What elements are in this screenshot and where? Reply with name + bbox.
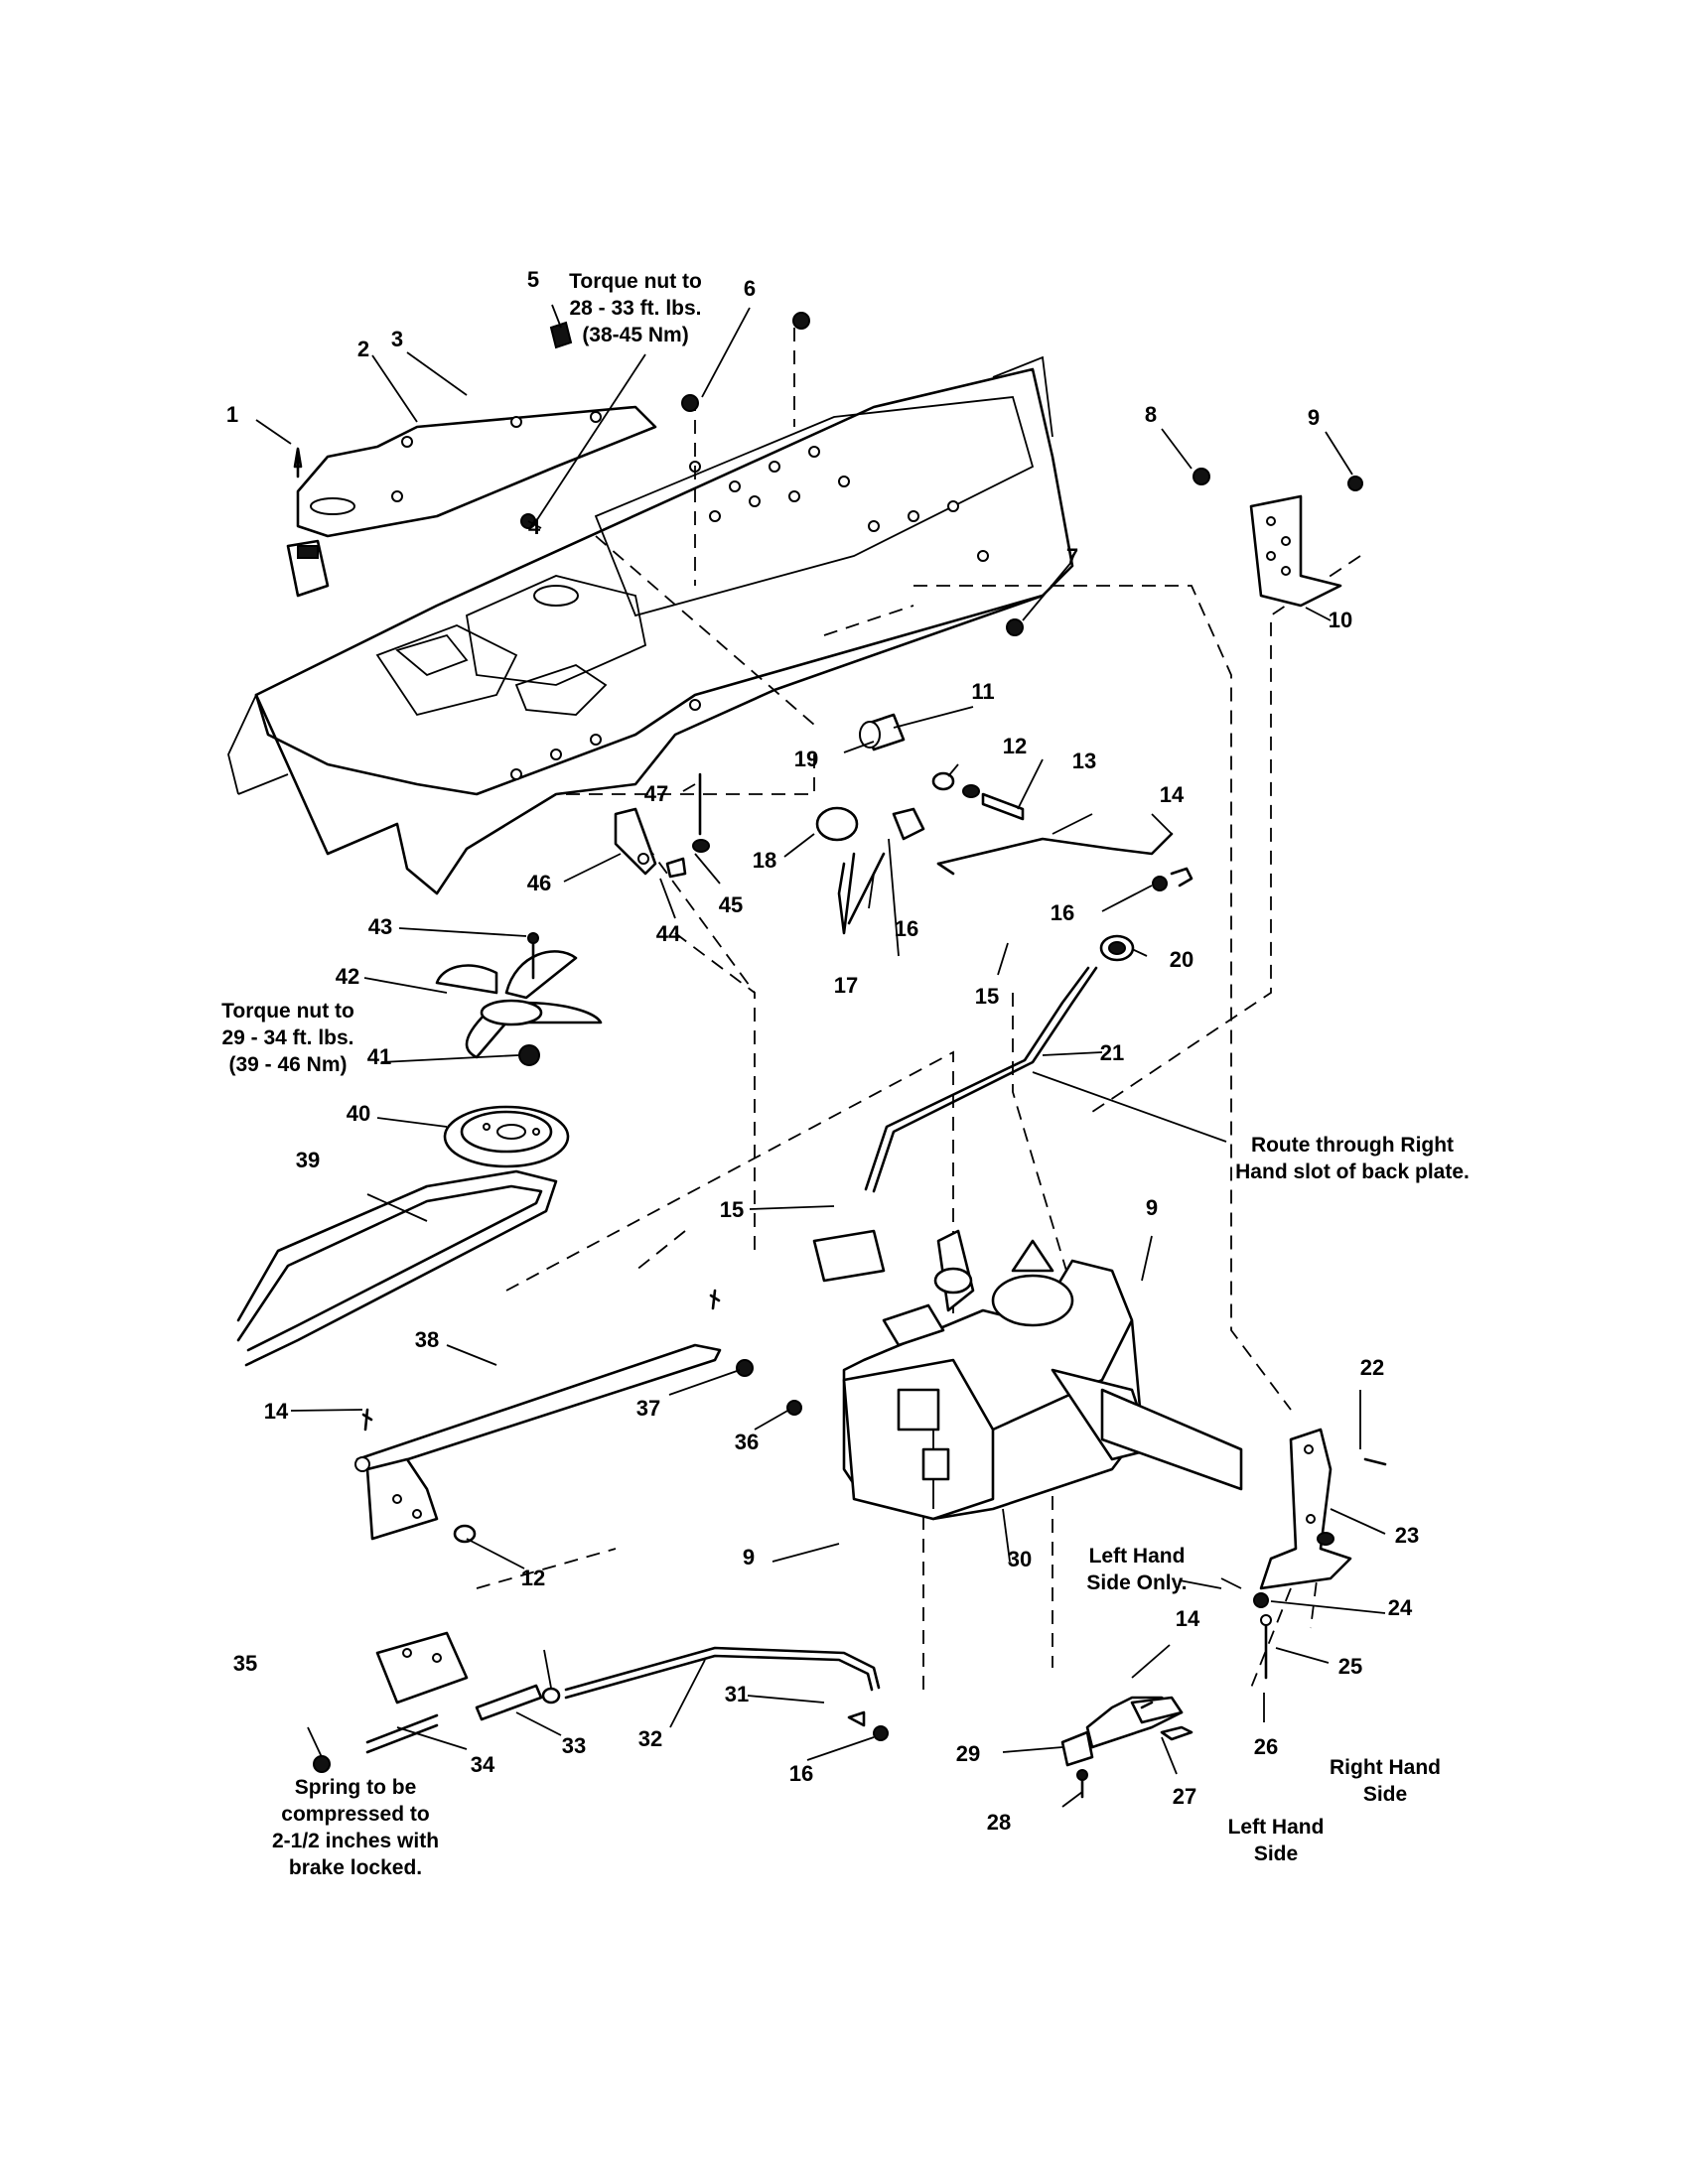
part-label-14: 14: [1175, 1606, 1200, 1631]
torque-note-fan: Torque nut to 29 - 34 ft. lbs. (39 - 46 …: [221, 998, 354, 1078]
part-label-32: 32: [637, 1726, 663, 1751]
route-note: Route through Right Hand slot of back pl…: [1235, 1132, 1470, 1185]
part-label-14: 14: [1159, 782, 1185, 807]
part-label-27: 27: [1172, 1784, 1197, 1809]
brake-linkage: [313, 1343, 889, 1773]
note-line: brake locked.: [288, 1856, 423, 1879]
part-label-12: 12: [520, 1566, 546, 1590]
part-label-38: 38: [414, 1327, 440, 1352]
part-label-3: 3: [390, 327, 404, 351]
spring-note: Spring to be compressed to 2-1/2 inches …: [272, 1774, 439, 1881]
part-label-44: 44: [655, 921, 681, 946]
note-line: Side: [1362, 1783, 1408, 1806]
part-label-2: 2: [356, 337, 370, 361]
torque-note-top: Torque nut to 28 - 33 ft. lbs. (38-45 Nm…: [569, 268, 702, 348]
side-bracket: [1253, 1428, 1387, 1680]
bracket-10: [1006, 468, 1363, 636]
part-label-24: 24: [1387, 1595, 1413, 1620]
note-line: Side: [1253, 1843, 1299, 1865]
note-line: Hand slot of back plate.: [1235, 1160, 1470, 1183]
part-label-29: 29: [955, 1741, 981, 1766]
part-label-23: 23: [1394, 1523, 1420, 1548]
fan-pulley: [236, 932, 603, 1367]
part-label-22: 22: [1359, 1355, 1385, 1380]
part-label-15: 15: [719, 1197, 745, 1222]
leader-lines: [255, 304, 1386, 1808]
note-line: 28 - 33 ft. lbs.: [569, 297, 702, 320]
note-line: Torque nut to: [569, 270, 702, 293]
part-label-43: 43: [367, 914, 393, 939]
part-label-12: 12: [1002, 734, 1028, 758]
part-label-9: 9: [1145, 1195, 1159, 1220]
note-line: compressed to: [281, 1803, 430, 1826]
note-line: Route through Right: [1250, 1134, 1455, 1157]
part-label-33: 33: [561, 1733, 587, 1758]
part-label-35: 35: [232, 1651, 258, 1676]
part-label-31: 31: [724, 1682, 750, 1706]
part-label-16: 16: [894, 916, 919, 941]
part-label-10: 10: [1328, 608, 1353, 632]
part-label-26: 26: [1253, 1734, 1279, 1759]
part-label-16: 16: [788, 1761, 814, 1786]
rod-21: [864, 966, 1098, 1193]
part-label-42: 42: [335, 964, 360, 989]
part-label-17: 17: [833, 973, 859, 998]
part-label-1: 1: [225, 402, 239, 427]
right-hand-side-note: Right Hand Side: [1330, 1754, 1441, 1808]
part-label-11: 11: [971, 679, 995, 704]
part-label-37: 37: [635, 1396, 661, 1421]
part-label-4: 4: [527, 514, 541, 539]
cover-plate: [286, 312, 810, 598]
part-label-36: 36: [734, 1430, 760, 1454]
part-label-28: 28: [986, 1810, 1012, 1835]
part-label-9: 9: [1307, 405, 1321, 430]
part-label-30: 30: [1007, 1547, 1033, 1571]
part-label-41: 41: [366, 1044, 392, 1069]
part-label-8: 8: [1144, 402, 1158, 427]
part-label-6: 6: [743, 276, 757, 301]
frame: [227, 355, 1074, 895]
part-label-40: 40: [346, 1101, 371, 1126]
transmission: [812, 1229, 1243, 1521]
note-line: Right Hand: [1330, 1756, 1441, 1779]
control-parts: [614, 713, 1174, 962]
note-line: (39 - 46 Nm): [228, 1053, 348, 1076]
note-line: Left Hand: [1227, 1816, 1325, 1839]
part-label-39: 39: [295, 1148, 321, 1172]
part-label-21: 21: [1099, 1040, 1125, 1065]
left-hand-side-note: Left Hand Side: [1228, 1814, 1325, 1867]
part-label-19: 19: [793, 747, 819, 771]
part-label-47: 47: [643, 781, 669, 806]
part-label-25: 25: [1337, 1654, 1363, 1679]
part-label-46: 46: [526, 871, 552, 895]
part-label-18: 18: [752, 848, 777, 873]
note-line: 29 - 34 ft. lbs.: [221, 1026, 354, 1049]
note-line: Spring to be: [294, 1776, 417, 1799]
part-label-20: 20: [1169, 947, 1194, 972]
part-label-7: 7: [1065, 544, 1079, 569]
note-line: Left Hand: [1088, 1545, 1186, 1568]
note-line: 2-1/2 inches with: [271, 1830, 440, 1852]
part-label-9: 9: [742, 1545, 756, 1570]
part-label-13: 13: [1071, 749, 1097, 773]
part-label-34: 34: [470, 1752, 495, 1777]
clips: [361, 867, 1193, 1709]
part-label-14: 14: [263, 1399, 289, 1424]
left-hand-side-only-note: Left Hand Side Only.: [1086, 1543, 1187, 1596]
part-label-5: 5: [526, 267, 540, 292]
note-line: Side Only.: [1086, 1571, 1188, 1594]
note-line: Torque nut to: [221, 1000, 354, 1023]
brake-parts: [1060, 1696, 1193, 1799]
note-line: (38-45 Nm): [582, 324, 689, 346]
part-label-16: 16: [1050, 900, 1075, 925]
part-label-15: 15: [974, 984, 1000, 1009]
part-label-45: 45: [718, 892, 744, 917]
